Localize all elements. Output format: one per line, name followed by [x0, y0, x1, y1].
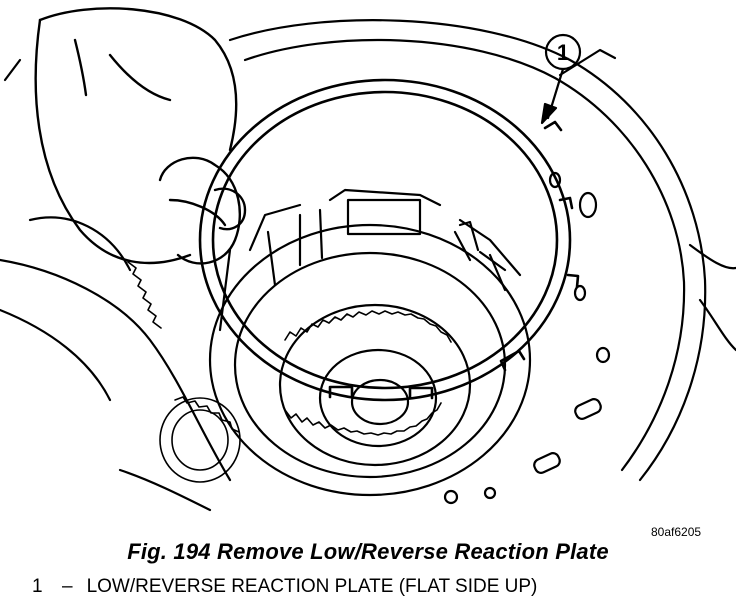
legend-text: LOW/REVERSE REACTION PLATE (FLAT SIDE UP… [86, 576, 538, 597]
clutch-pack [208, 188, 532, 497]
case-holes [443, 171, 611, 505]
gear-teeth [127, 261, 452, 483]
legend-item: 1 – LOW/REVERSE REACTION PLATE (FLAT SID… [32, 576, 537, 598]
transmission-case [0, 19, 736, 512]
hand [34, 7, 247, 265]
legend-separator: – [61, 576, 73, 597]
figure-caption: Fig. 194 Remove Low/Reverse Reaction Pla… [127, 539, 609, 564]
transmission-illustration: 1 [0, 7, 736, 512]
drawing-id: 80af6205 [651, 525, 702, 539]
reaction-plate [198, 78, 580, 402]
callout-leader [540, 33, 582, 125]
callout-number: 1 [557, 40, 569, 65]
legend-number: 1 [32, 576, 43, 597]
line-drawing: 1 [0, 7, 736, 512]
